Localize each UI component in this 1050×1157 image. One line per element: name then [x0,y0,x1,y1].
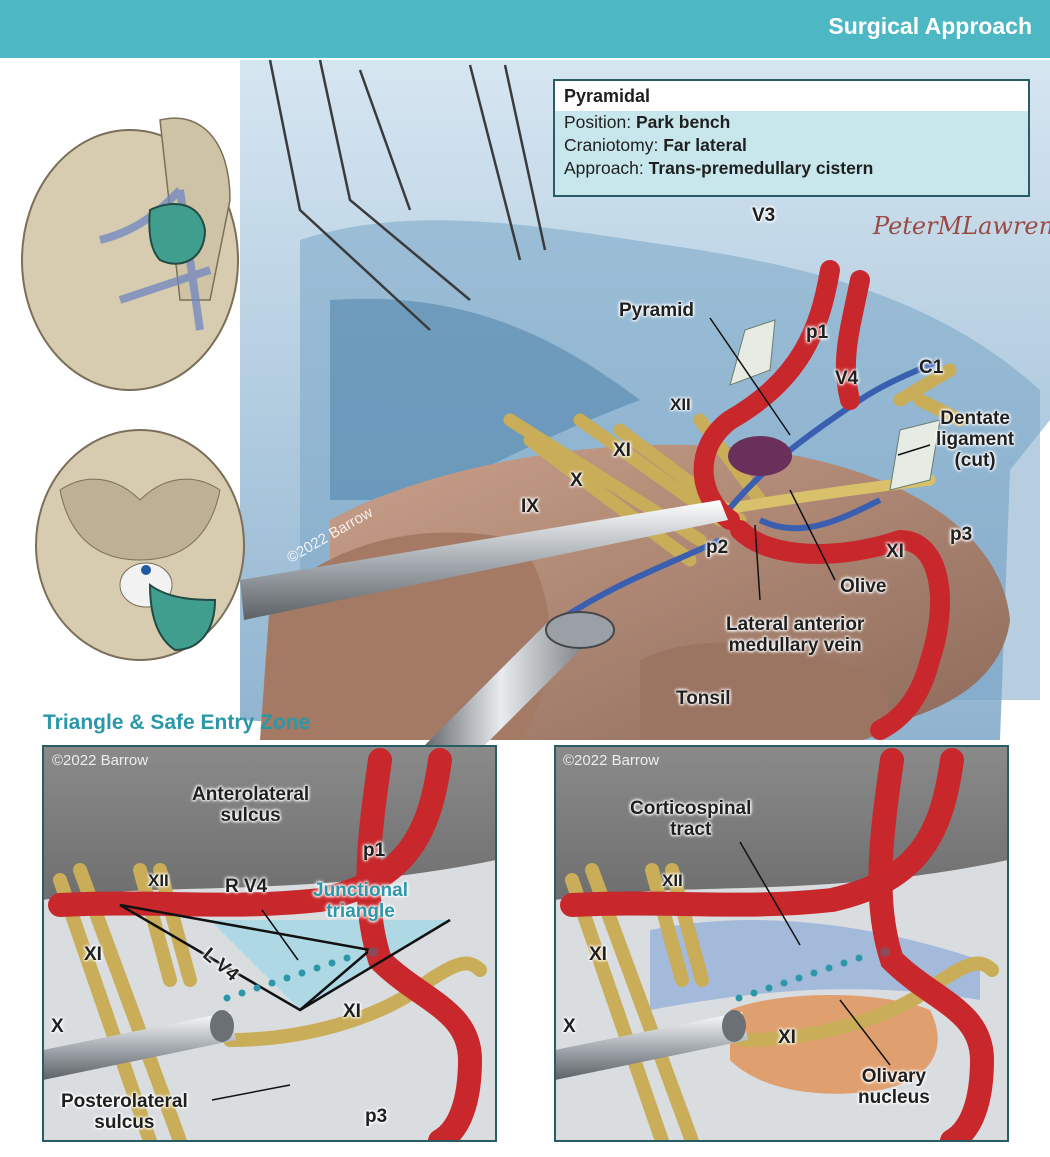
label-ix: IX [521,496,539,517]
inset-right-panel [555,746,1008,1141]
label-lateral-anterior-medullary-vein: Lateral anterior medullary vein [726,614,865,656]
label-xii: XII [670,395,691,414]
skull-base-illustration [35,429,245,661]
label-inset-left-x: X [51,1016,64,1037]
label-dentate-ligament: Dentate ligament (cut) [936,408,1015,471]
section-title: Triangle & Safe Entry Zone [43,711,311,734]
label-inset-left-p1: p1 [363,840,386,861]
label-x: X [570,470,583,491]
label-pyramid: Pyramid [619,300,694,321]
label-v3: V3 [752,205,776,226]
label-posterolateral-sulcus: Posterolateral sulcus [61,1091,188,1133]
label-inset-right-xii: XII [662,871,683,890]
artist-signature: PeterMLawrence [873,212,1050,240]
header-bar: Surgical Approach [0,0,1050,58]
label-inset-left-xi-bottom: XI [343,1001,361,1022]
skull-lateral-illustration [21,117,239,391]
surgical-illustration [21,59,1050,1142]
inset-left-copyright: ©2022 Barrow [52,752,149,769]
label-inset-left-xi-left: XI [84,944,102,965]
label-junctional-triangle: Junctional triangle [313,880,409,922]
inset-left-panel [43,746,496,1141]
label-inset-right-xi-bottom: XI [778,1027,796,1048]
label-corticospinal-tract: Corticospinal tract [630,798,752,840]
infobox-row-craniotomy: Craniotomy: Far lateral [564,135,747,155]
page-title: Surgical Approach [828,13,1032,39]
label-anterolateral-sulcus: Anterolateral sulcus [192,784,310,826]
label-olivary-nucleus: Olivary nucleus [858,1066,930,1108]
label-inset-left-xii: XII [148,871,169,890]
label-inset-right-x: X [563,1016,576,1037]
label-olive: Olive [840,576,887,597]
label-p1: p1 [806,322,829,343]
label-tonsil: Tonsil [676,688,731,709]
label-v4: V4 [835,368,859,389]
inset-right-copyright: ©2022 Barrow [563,752,660,769]
infobox-row-position: Position: Park bench [564,112,731,132]
infobox-title: Pyramidal [555,81,1028,111]
label-xi-top: XI [613,440,631,461]
label-xi-right: XI [886,541,904,562]
label-r-v4: R V4 [225,876,268,897]
approach-info-box: Pyramidal Position: Park bench Craniotom… [553,79,1030,197]
infobox-row-approach: Approach: Trans-premedullary cistern [564,158,874,178]
label-inset-right-xi-left: XI [589,944,607,965]
label-p2: p2 [706,537,729,558]
label-inset-left-p3: p3 [365,1106,388,1127]
label-c1: C1 [919,357,944,378]
label-p3: p3 [950,524,973,545]
